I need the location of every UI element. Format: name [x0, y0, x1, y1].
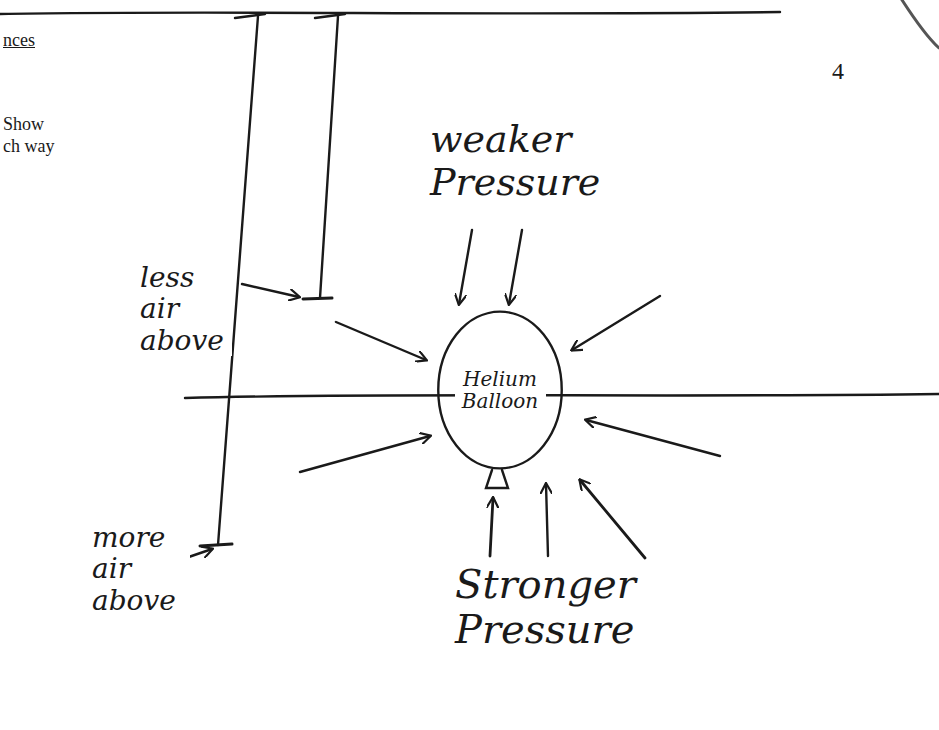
balloon-text-wrap: Helium Balloon — [455, 368, 546, 412]
pressure-arrow — [586, 420, 720, 456]
pressure-arrow — [580, 480, 645, 558]
handwritten-label: ch way — [3, 136, 54, 156]
short-column-tick — [303, 298, 332, 299]
short-column-line — [320, 16, 338, 298]
balloon-ellipse — [438, 312, 561, 469]
balloon-shape: Helium Balloon — [437, 310, 563, 470]
pressure-arrow — [490, 498, 493, 556]
balloon-text: Helium Balloon — [455, 368, 546, 412]
balloon-knot — [486, 470, 508, 488]
handwritten-label: 4 — [832, 58, 844, 85]
pressure-arrow — [546, 484, 548, 556]
pressure-arrow — [336, 322, 426, 360]
pressure-arrow — [459, 230, 472, 304]
handwritten-label: weaker Pressure — [430, 118, 630, 203]
tall-column-tick — [200, 544, 232, 546]
pressure-arrow — [509, 230, 522, 304]
page-edge — [902, 0, 939, 48]
top-marks — [235, 14, 345, 18]
handwritten-label: Stronger Pressure — [455, 562, 660, 652]
handwritten-label: Show — [3, 114, 44, 134]
pressure-arrow — [572, 296, 660, 350]
pointer-arrow — [242, 284, 299, 297]
handwritten-label: more air above — [92, 522, 190, 616]
handwritten-label: nces — [3, 30, 35, 50]
top-line — [0, 12, 780, 14]
pressure-arrow — [300, 436, 430, 472]
handwritten-label: less air above — [140, 262, 232, 356]
